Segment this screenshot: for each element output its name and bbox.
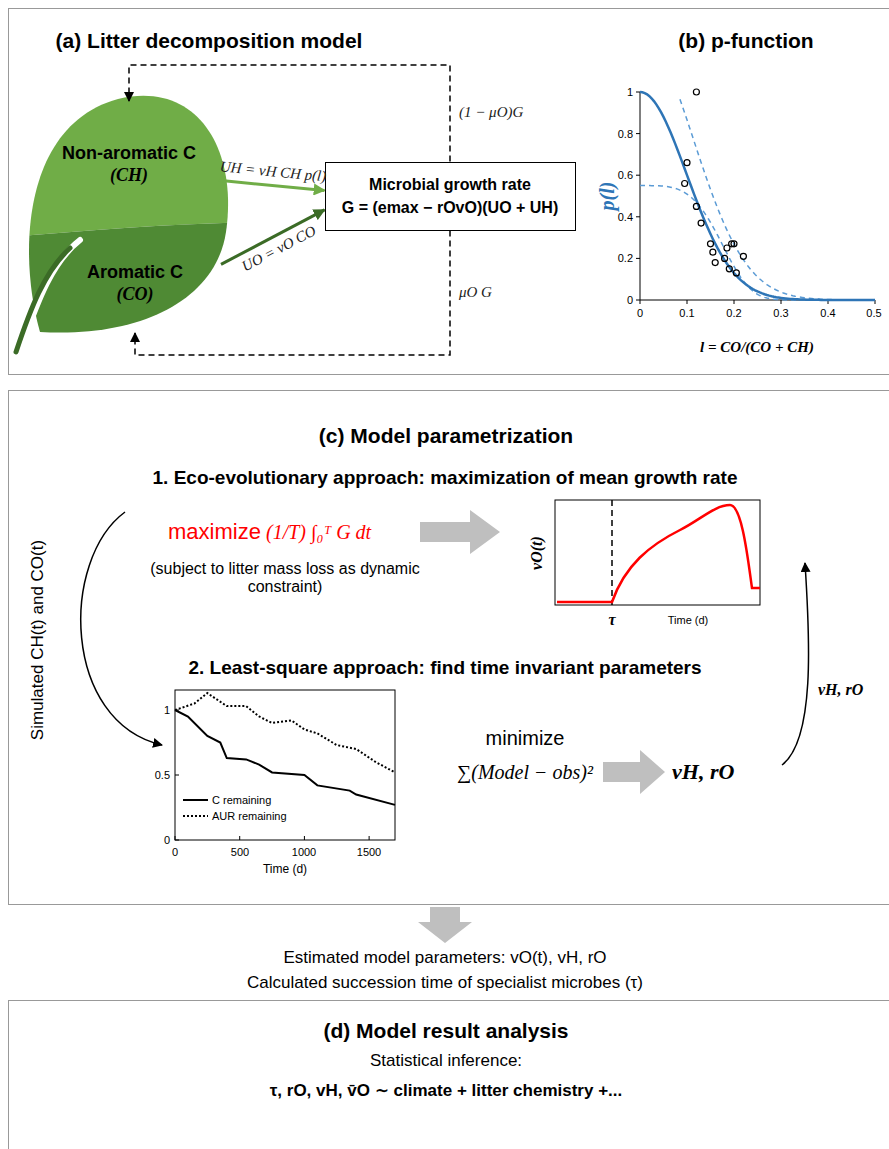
tick-label: 1 xyxy=(627,86,633,99)
axis-label: l = CO/(CO + CH) xyxy=(700,339,814,356)
flux-label: (1 − μO)G xyxy=(459,105,523,122)
pool-symbol: (CO) xyxy=(117,284,154,306)
objective-word: minimize xyxy=(486,727,565,750)
tick-label: 0 xyxy=(627,294,633,307)
equation: G = (emax − rOvO)(UO + UH) xyxy=(342,198,559,217)
panel-box: (d) Model result analysisStatistical inf… xyxy=(8,1000,889,1149)
tick-label: 0.8 xyxy=(618,128,633,141)
pool-name: Non-aromatic C xyxy=(62,143,196,165)
tick-label: 0.3 xyxy=(773,307,788,320)
objective-formula: (1/T) ∫₀ᵀ G dt xyxy=(266,521,371,544)
step-heading: 2. Least-square approach: find time inva… xyxy=(188,657,701,679)
tick-label: 0.5 xyxy=(866,307,881,320)
tick-label: 0.4 xyxy=(618,211,633,224)
loop-arrows xyxy=(81,512,809,765)
v-o-plot xyxy=(555,500,760,605)
tick-label: 0 xyxy=(164,834,170,847)
body-text: Statistical inference: xyxy=(370,1051,522,1071)
tick-label: 0.6 xyxy=(618,169,633,182)
tick-label: 0.4 xyxy=(820,307,835,320)
leaf-region: Non-aromatic C(CH) xyxy=(39,101,219,229)
axis-label: Time (d) xyxy=(263,863,307,877)
p-function-plot xyxy=(636,89,875,304)
tick-label: 0 xyxy=(172,846,178,859)
flux-label: μO G xyxy=(459,284,492,301)
box-title: Microbial growth rate xyxy=(369,175,531,194)
tick-label: 1 xyxy=(164,704,170,717)
step-heading: 1. Eco-evolutionary approach: maximizati… xyxy=(153,467,738,489)
tick-label: 0.5 xyxy=(155,769,170,782)
loop-label: vH, rO xyxy=(818,681,863,699)
tick-label: τ xyxy=(608,611,615,629)
leaf xyxy=(16,96,228,352)
legend-text: AUR remaining xyxy=(212,810,287,822)
panel-title: (b) p-function xyxy=(678,28,813,53)
equation: τ, rO, vH, v̄O ∼ climate + litter chemis… xyxy=(270,1081,623,1101)
tick-label: 0.2 xyxy=(618,252,633,265)
loop-label: Simulated CH(t) and CO(t) xyxy=(28,540,48,740)
leaf-region: Aromatic C(CO) xyxy=(49,235,221,333)
process-box: Microbial growth rate G = (emax − rOvO)(U… xyxy=(325,162,576,231)
result-text: Estimated model parameters: vO(t), vH, r… xyxy=(283,948,606,968)
output-label: vH, rO xyxy=(672,759,734,784)
axis-label: vO(t) xyxy=(528,536,546,570)
result-text: Calculated succession time of specialist… xyxy=(247,973,643,993)
objective-word: maximize xyxy=(168,519,261,544)
pool-name: Aromatic C xyxy=(87,262,183,284)
objective-formula: ∑(Model − obs)² xyxy=(457,761,593,784)
tick-label: 0.2 xyxy=(726,307,741,320)
gray-arrows xyxy=(418,510,665,943)
panel-title: (c) Model parametrization xyxy=(319,423,573,448)
tick-label: 0.1 xyxy=(679,307,694,320)
note-text: (subject to litter mass loss as dynamic … xyxy=(150,560,420,597)
tick-label: 500 xyxy=(231,846,249,859)
panel-title: (d) Model result analysis xyxy=(323,1018,568,1043)
axis-label: p(l) xyxy=(596,182,619,211)
tick-label: 1500 xyxy=(357,846,381,859)
tick-label: 1000 xyxy=(292,846,316,859)
legend-text: C remaining xyxy=(212,794,271,806)
pool-symbol: (CH) xyxy=(110,165,148,187)
panel-box: (a) Litter decomposition modelNon-aromat… xyxy=(8,8,889,375)
axis-label: Time (d) xyxy=(668,614,709,627)
panel-title: (a) Litter decomposition model xyxy=(56,28,363,53)
remaining-plot xyxy=(175,690,395,840)
plot-panel: (b) p-function xyxy=(601,19,886,371)
tick-label: 0 xyxy=(637,307,643,320)
